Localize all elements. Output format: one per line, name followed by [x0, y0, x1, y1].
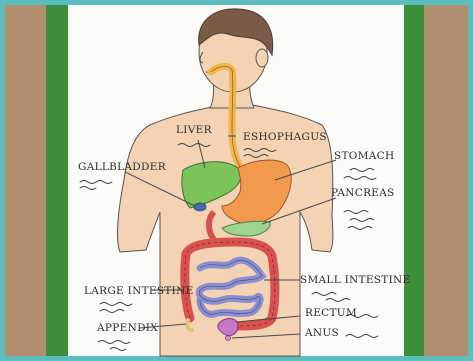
label-esophagus: ESHOPHAGUS: [243, 131, 327, 143]
anus: [226, 336, 231, 341]
scribble-anus: [346, 335, 378, 338]
label-large-intestine: LARGE INTESTINE: [84, 285, 194, 297]
scribble-stomach-1: [350, 169, 374, 172]
scribble-appendix-2: [110, 348, 126, 351]
label-small-intestine: SMALL INTESTINE: [300, 274, 411, 286]
scribble-pancreas-2: [350, 219, 374, 222]
scribble-large-intestine-2: [100, 310, 124, 313]
label-gallbladder: GALLBLADDER: [78, 161, 167, 173]
scribble-pancreas-3: [348, 227, 372, 230]
label-rectum: RECTUM: [305, 307, 357, 319]
label-liver: LIVER: [176, 124, 213, 136]
scribble-pancreas-1: [344, 211, 368, 214]
gallbladder: [194, 203, 206, 211]
label-pancreas: PANCREAS: [331, 187, 395, 199]
scribble-small-intestine-2: [326, 299, 350, 302]
label-anus: ANUS: [304, 327, 339, 339]
scribble-gallbladder-1: [80, 181, 112, 184]
label-stomach: STOMACH: [334, 150, 394, 162]
ear: [256, 49, 268, 67]
scribble-appendix-1: [98, 341, 130, 344]
label-appendix: APPENDIX: [96, 322, 158, 334]
scribble-gallbladder-2: [80, 187, 96, 190]
scribble-large-intestine-1: [100, 303, 132, 306]
scribble-small-intestine-1: [312, 293, 336, 296]
scribble-stomach-2: [344, 177, 376, 180]
